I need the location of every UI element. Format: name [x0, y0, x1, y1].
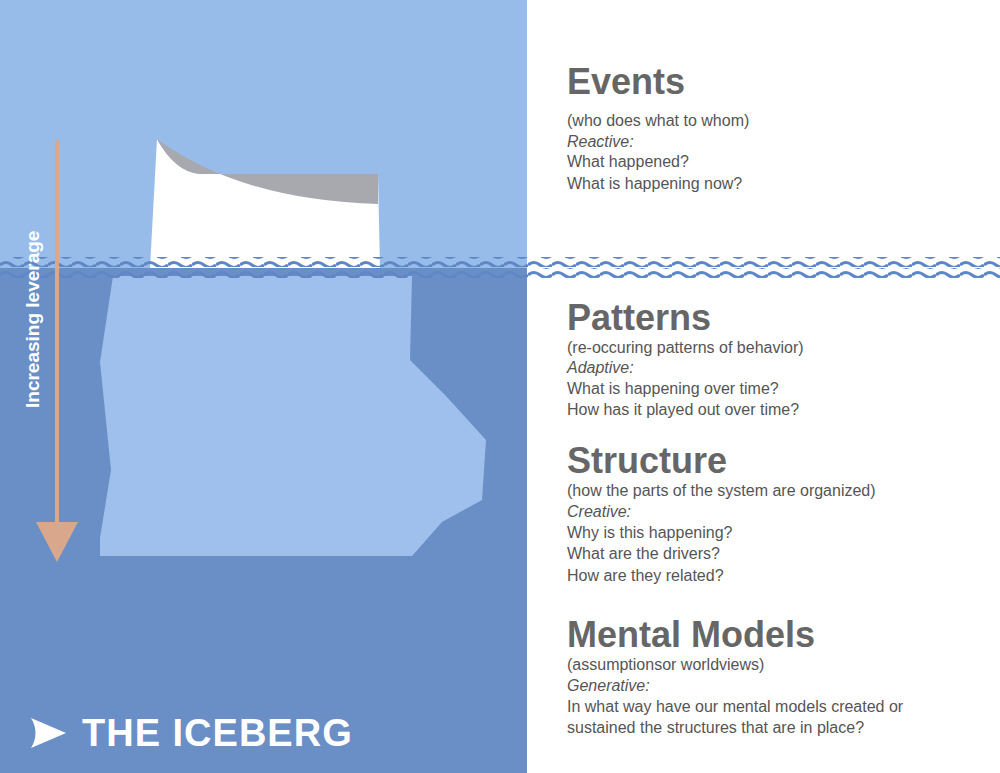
- section-heading: Events: [567, 61, 685, 103]
- logo-mark: [31, 718, 66, 748]
- section-subtitle: (assumptionsor worldviews): [567, 654, 764, 675]
- guiding-question: What is happening over time?: [567, 378, 779, 399]
- wave-line: [0, 268, 1000, 278]
- water: [0, 268, 527, 773]
- section-heading: Mental Models: [567, 614, 815, 656]
- guiding-question: What are the drivers?: [567, 543, 720, 564]
- guiding-question: In what way have our mental models creat…: [567, 696, 917, 738]
- mode-label: Creative:: [567, 501, 631, 522]
- section-subtitle: (how the parts of the system are organiz…: [567, 480, 876, 501]
- wave-line: [0, 257, 1000, 267]
- section-heading: Structure: [567, 440, 727, 482]
- mode-label: Generative:: [567, 675, 650, 696]
- guiding-question: How are they related?: [567, 565, 724, 586]
- iceberg-underwater: [100, 276, 486, 556]
- guiding-question: What is happening now?: [567, 173, 742, 194]
- iceberg-shade: [157, 139, 378, 204]
- section-heading: Patterns: [567, 297, 711, 339]
- mode-label: Reactive:: [567, 131, 634, 152]
- guiding-question: What happened?: [567, 151, 689, 172]
- diagram-title: THE ICEBERG: [82, 711, 353, 755]
- axis-label: Increasing leverage: [21, 231, 45, 408]
- sky: [0, 0, 527, 268]
- mode-label: Adaptive:: [567, 357, 634, 378]
- guiding-question: How has it played out over time?: [567, 399, 799, 420]
- leverage-arrowhead: [36, 522, 78, 562]
- leverage-arrow: [55, 140, 59, 525]
- section-subtitle: (re-occuring patterns of behavior): [567, 337, 804, 358]
- iceberg-top: [150, 139, 380, 268]
- section-subtitle: (who does what to whom): [567, 110, 749, 131]
- guiding-question: Why is this happening?: [567, 522, 732, 543]
